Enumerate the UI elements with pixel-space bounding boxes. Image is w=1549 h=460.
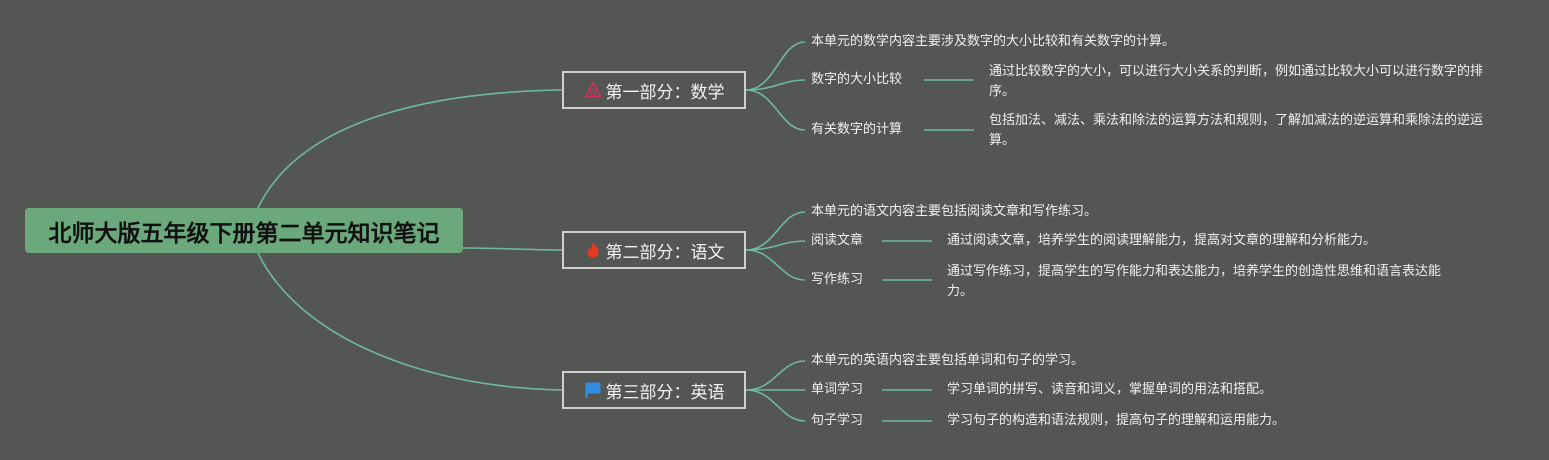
- topic-label[interactable]: 句子学习: [811, 413, 864, 428]
- root-node[interactable]: 北师大版五年级下册第二单元知识笔记: [25, 208, 463, 253]
- topic-description[interactable]: 通过阅读文章，培养学生的阅读理解能力，提高对文章的理解和分析能力。: [947, 233, 1377, 248]
- warning-icon: [584, 81, 602, 99]
- connector-section-2-summary: [745, 211, 806, 251]
- fire-icon: [584, 241, 602, 259]
- topic-description[interactable]: 通过写作练习，提高学生的写作能力和表达能力，培养学生的创造性思维和语言表达能力。: [947, 264, 1442, 299]
- connector-section-1-topic-1: [745, 79, 806, 91]
- section-title: 第三部分：英语: [605, 382, 725, 403]
- connector-section-1-summary: [745, 41, 806, 91]
- section-node-chinese[interactable]: 第二部分：语文: [562, 231, 746, 269]
- section-node-math[interactable]: 第一部分：数学: [562, 71, 746, 109]
- topic-description[interactable]: 学习句子的构造和语法规则，提高句子的理解和运用能力。: [947, 413, 1286, 428]
- section-title: 第二部分：语文: [605, 242, 725, 263]
- topic-label[interactable]: 有关数字的计算: [811, 122, 903, 137]
- section-title: 第一部分：数学: [605, 82, 725, 103]
- connector-root-section-2: [462, 247, 563, 251]
- connector-root-section-1: [257, 89, 563, 209]
- connector-section-1-topic-2: [745, 89, 806, 131]
- topic-description[interactable]: 通过比较数字的大小，可以进行大小关系的判断，例如通过比较大小可以进行数字的排序。: [989, 64, 1484, 99]
- connector-section-3-topic-2: [745, 389, 806, 422]
- section-summary[interactable]: 本单元的数学内容主要涉及数字的大小比较和有关数字的计算。: [811, 34, 1176, 49]
- root-title: 北师大版五年级下册第二单元知识笔记: [48, 220, 440, 247]
- topic-label[interactable]: 写作练习: [811, 272, 864, 287]
- flag-icon: [584, 381, 602, 399]
- topic-description[interactable]: 包括加法、减法、乘法和除法的运算方法和规则，了解加减法的逆运算和乘除法的逆运算。: [989, 113, 1484, 148]
- connector-section-2-topic-1: [745, 240, 806, 251]
- connector-section-3-summary: [745, 360, 806, 391]
- section-node-english[interactable]: 第三部分：英语: [562, 371, 746, 409]
- section-summary[interactable]: 本单元的语文内容主要包括阅读文章和写作练习。: [811, 204, 1098, 219]
- topic-label[interactable]: 阅读文章: [811, 233, 864, 248]
- section-summary[interactable]: 本单元的英语内容主要包括单词和句子的学习。: [811, 353, 1085, 368]
- connector-root-section-3: [257, 252, 563, 391]
- topic-label[interactable]: 单词学习: [811, 382, 864, 397]
- topic-description[interactable]: 学习单词的拼写、读音和词义，掌握单词的用法和搭配。: [947, 382, 1273, 397]
- topic-label[interactable]: 数字的大小比较: [811, 72, 903, 87]
- connector-section-2-topic-2: [745, 249, 806, 281]
